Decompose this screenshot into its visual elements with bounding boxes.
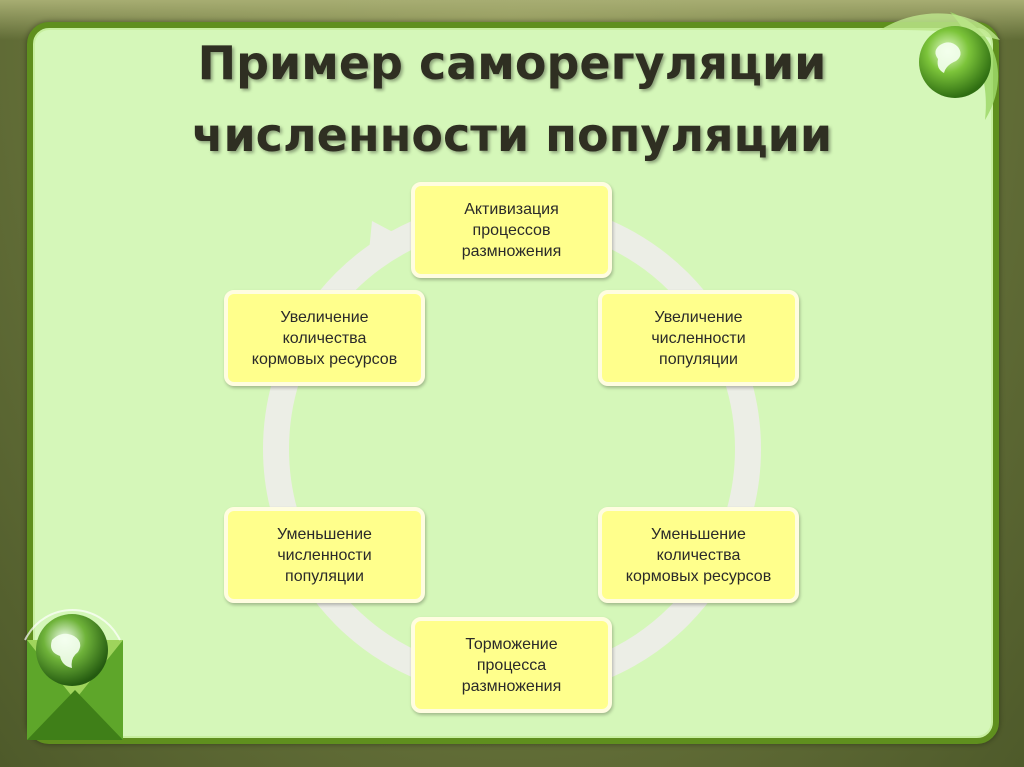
cycle-node-label: Уменьшение количества кормовых ресурсов — [625, 525, 772, 585]
cycle-node-label: Торможение процесса размножения — [461, 635, 562, 695]
cycle-node-food-decrease: Уменьшение количества кормовых ресурсов — [598, 507, 799, 603]
cycle-node-pop-decrease: Уменьшение численности популяции — [224, 507, 425, 603]
slide-title-line-2: численности популяции — [191, 108, 833, 162]
cycle-node-label: Увеличение численности популяции — [651, 308, 746, 368]
cycle-node-inhibition: Торможение процесса размножения — [411, 617, 612, 713]
cycle-node-label: Увеличение количества кормовых ресурсов — [251, 308, 398, 368]
cycle-node-food-increase: Увеличение количества кормовых ресурсов — [224, 290, 425, 386]
slide-title-line-1: Пример саморегуляции — [197, 36, 827, 90]
cycle-ring-path — [263, 200, 761, 698]
cycle-node-label: Уменьшение численности популяции — [277, 525, 372, 585]
cycle-node-activation: Активизация процессов размножения — [411, 182, 612, 278]
cycle-node-pop-increase: Увеличение численности популяции — [598, 290, 799, 386]
cycle-arrowhead — [368, 221, 406, 262]
cycle-node-label: Активизация процессов размножения — [461, 200, 562, 260]
